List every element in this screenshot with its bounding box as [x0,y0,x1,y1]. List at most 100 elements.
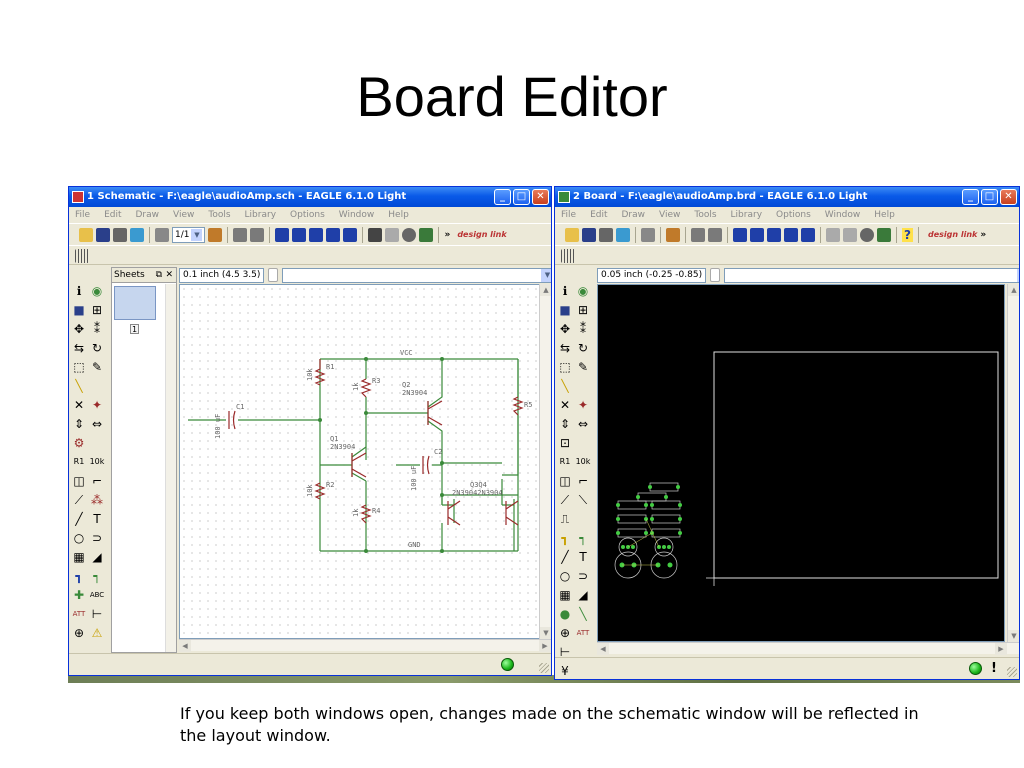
ripup-icon[interactable]: ┑ [579,531,587,545]
menu-window[interactable]: Window [338,210,375,220]
sheet-select[interactable]: 1/1 ▼ [172,226,206,243]
paste-icon[interactable]: ╲ [75,379,83,393]
stop-icon[interactable] [402,227,417,242]
menu-view[interactable]: View [659,210,681,220]
schematic-canvas[interactable]: VCC GND C1 100 uF C2 100 uF R1 10k R2 10… [179,284,551,639]
mark-icon[interactable]: ⊞ [91,303,103,317]
design-link-logo[interactable]: design link [457,230,507,239]
pinswap-icon[interactable]: ⇕ [73,417,85,431]
paste-icon[interactable]: ╲ [561,379,569,393]
sheet-icon[interactable] [155,227,169,242]
close-icon[interactable]: ✕ [165,270,173,280]
ulp-icon[interactable] [708,227,722,242]
invoke-icon[interactable]: ⁂ [91,493,103,507]
route-icon[interactable]: ┓ [561,531,569,545]
replace-icon[interactable]: ⇔ [91,417,103,431]
replace-icon[interactable]: ⇔ [577,417,589,431]
undo-icon[interactable] [368,227,383,242]
menu-edit[interactable]: Edit [590,210,608,220]
scroll-left-icon[interactable]: ◀ [179,640,191,652]
cam-icon[interactable] [130,227,144,242]
board-vscrollbar[interactable]: ▲ ▼ [1007,284,1019,642]
design-link-logo[interactable]: design link [927,230,978,239]
group-icon[interactable]: ⬚ [559,360,571,374]
resize-grip[interactable] [1007,667,1017,677]
label-icon[interactable]: ABC [89,591,105,599]
pinswap-icon[interactable]: ⇕ [559,417,571,431]
info-icon[interactable]: ℹ [562,284,568,298]
polygon-icon[interactable]: ◢ [92,550,102,564]
scroll-left-icon[interactable]: ◀ [597,643,609,655]
go-icon[interactable] [877,227,891,242]
library-icon[interactable] [208,227,223,242]
scroll-right-icon[interactable]: ▶ [995,643,1007,655]
display-icon[interactable]: ■ [73,303,85,317]
name-icon[interactable]: R1 [559,457,571,466]
display-icon[interactable]: ■ [559,303,571,317]
add-icon[interactable]: ✦ [577,398,589,412]
mirror-icon[interactable]: ⇆ [73,341,85,355]
move-icon[interactable]: ✥ [73,322,85,336]
zoom-select-icon[interactable] [343,227,358,242]
rotate-icon[interactable]: ↻ [91,341,103,355]
menu-options[interactable]: Options [290,210,325,220]
circle-icon[interactable]: ○ [559,569,571,583]
board-window[interactable]: 2 Board - F:\eagle\audioAmp.brd - EAGLE … [554,186,1020,680]
attribute-icon[interactable]: ATT [576,629,590,637]
expand-icon[interactable]: ¥ [561,664,569,678]
junction-icon[interactable]: ✚ [73,588,85,602]
help-icon[interactable]: ? [902,227,913,242]
menu-edit[interactable]: Edit [104,210,122,220]
dimension-icon[interactable]: ⊢ [559,645,571,659]
mark-icon[interactable]: ⊞ [577,303,589,317]
menu-draw[interactable]: Draw [135,210,160,220]
smash-icon[interactable]: ◫ [559,474,571,488]
menu-library[interactable]: Library [730,210,763,220]
split-icon[interactable]: ⟋ [560,493,570,507]
polygon-icon[interactable]: ◢ [578,588,588,602]
close-button[interactable]: ✕ [532,189,549,205]
signal-icon[interactable]: ╲ [579,607,587,621]
menu-tools[interactable]: Tools [208,210,231,220]
copy-icon[interactable]: ⁑ [94,322,100,336]
ulp-icon[interactable] [250,227,265,242]
menu-help[interactable]: Help [388,210,409,220]
info-icon[interactable]: ℹ [76,284,82,298]
net-icon[interactable]: ┑ [93,569,101,583]
gateswap-icon[interactable]: ⚙ [73,436,85,450]
miter-icon[interactable]: ⌐ [91,474,103,488]
save-icon[interactable] [582,227,596,242]
command-line-input[interactable]: ▼ [282,267,551,283]
show-icon[interactable]: ◉ [91,284,103,298]
zoom-fit-icon[interactable] [275,227,290,242]
change-icon[interactable]: ✎ [91,360,103,374]
go-icon[interactable] [419,227,434,242]
maximize-button[interactable]: □ [513,189,530,205]
menu-window[interactable]: Window [824,210,861,220]
menu-file[interactable]: File [561,210,577,220]
zoom-select-icon[interactable] [801,227,815,242]
status-warning-icon[interactable]: ! [991,661,997,676]
wire-icon[interactable]: ╱ [561,550,569,564]
show-icon[interactable]: ◉ [577,284,589,298]
board-hscrollbar[interactable]: ◀ ▶ [597,642,1019,655]
move-icon[interactable]: ✥ [559,322,571,336]
hole-icon[interactable]: ⊕ [559,626,571,640]
pin-icon[interactable]: ⧉ [155,270,162,280]
value-icon[interactable]: 10k [89,457,105,466]
grid-icon[interactable] [561,249,575,263]
script-icon[interactable] [691,227,705,242]
cam-icon[interactable] [616,227,630,242]
scroll-up-icon[interactable]: ▲ [540,284,551,296]
resize-grip[interactable] [539,663,549,673]
circle-icon[interactable]: ○ [73,531,85,545]
menu-view[interactable]: View [173,210,195,220]
menu-options[interactable]: Options [776,210,811,220]
rect-icon[interactable]: ▦ [73,550,85,564]
menu-tools[interactable]: Tools [694,210,717,220]
attribute-icon[interactable]: ATT [72,610,86,618]
close-button[interactable]: ✕ [1000,189,1017,205]
split-icon[interactable]: ⟋ [74,493,84,507]
open-icon[interactable] [79,227,93,242]
add-icon[interactable]: ✦ [91,398,103,412]
